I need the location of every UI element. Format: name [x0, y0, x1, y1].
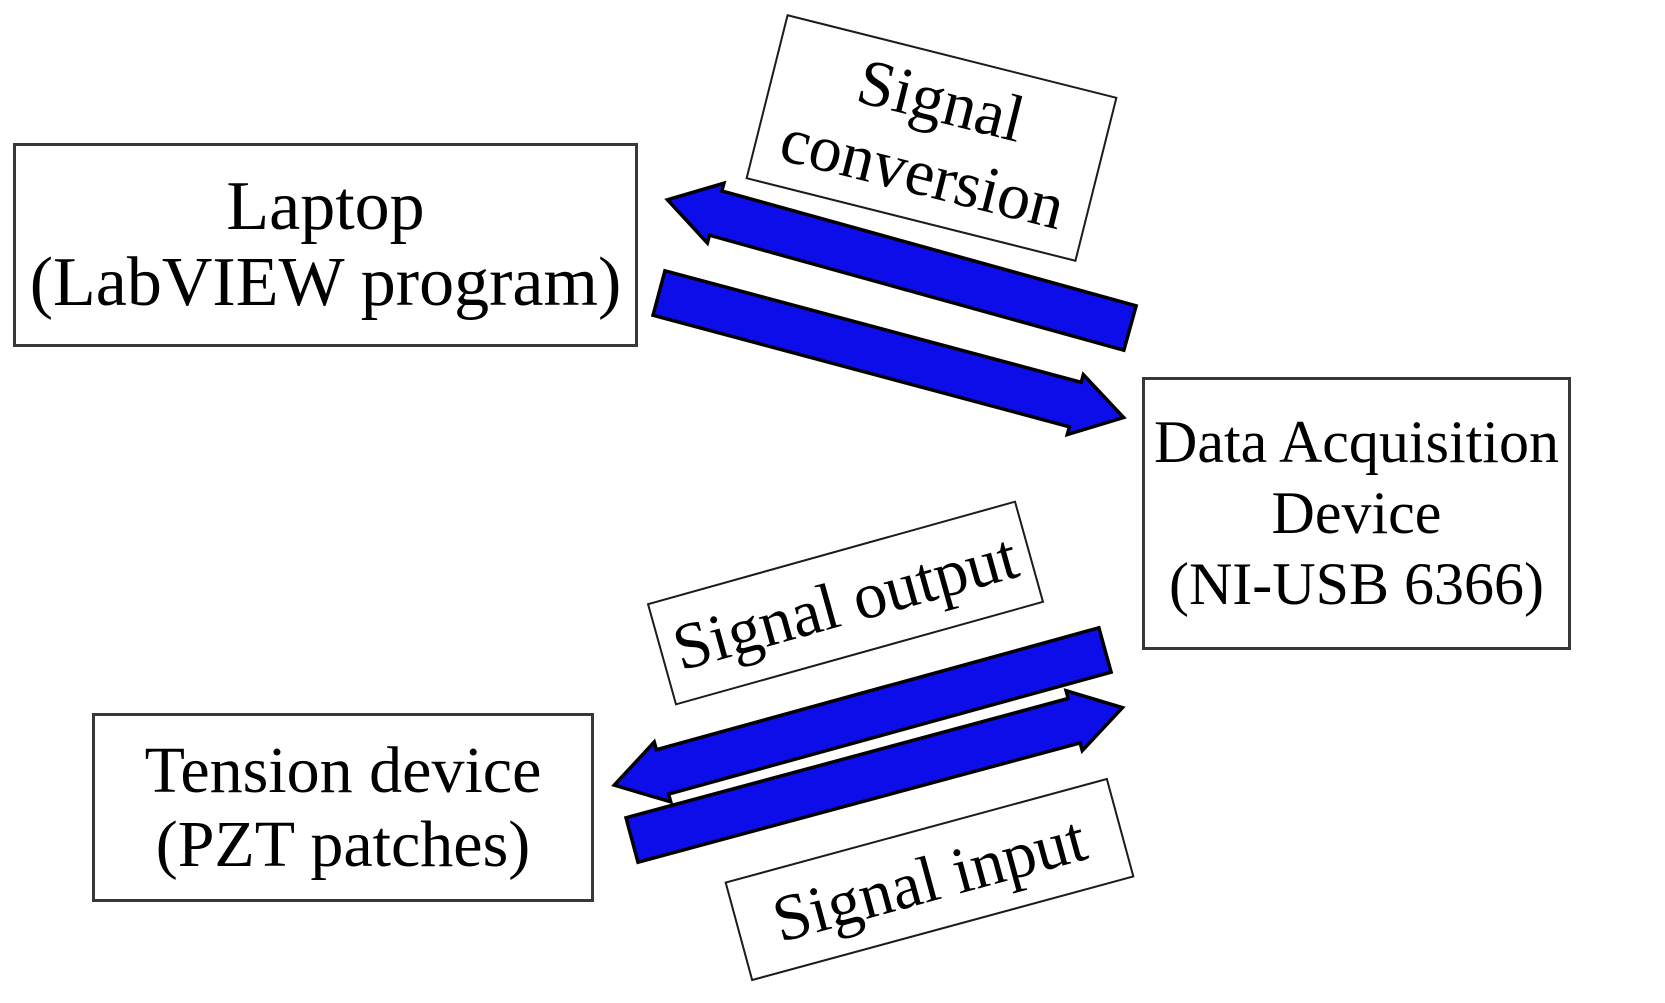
- arrow-daq-to-tension-icon: [611, 625, 1114, 805]
- data-acquisition-node-title2: Device: [1271, 480, 1442, 547]
- arrow-laptop-to-daq-icon: [650, 268, 1127, 438]
- tension-device-node: Tension device (PZT patches): [92, 713, 594, 902]
- data-acquisition-node: Data Acquisition Device (NI-USB 6366): [1142, 377, 1571, 650]
- data-acquisition-node-title: Data Acquisition: [1154, 409, 1559, 476]
- laptop-node: Laptop (LabVIEW program): [13, 143, 638, 347]
- arrow-daq-to-laptop-icon: [664, 180, 1139, 353]
- data-acquisition-node-subtitle: (NI-USB 6366): [1169, 550, 1544, 617]
- arrow-tension-to-daq-icon: [623, 688, 1126, 865]
- laptop-node-title: Laptop: [226, 167, 425, 245]
- laptop-node-subtitle: (LabVIEW program): [29, 244, 622, 321]
- tension-device-node-title: Tension device: [144, 733, 542, 807]
- tension-device-node-subtitle: (PZT patches): [155, 807, 531, 881]
